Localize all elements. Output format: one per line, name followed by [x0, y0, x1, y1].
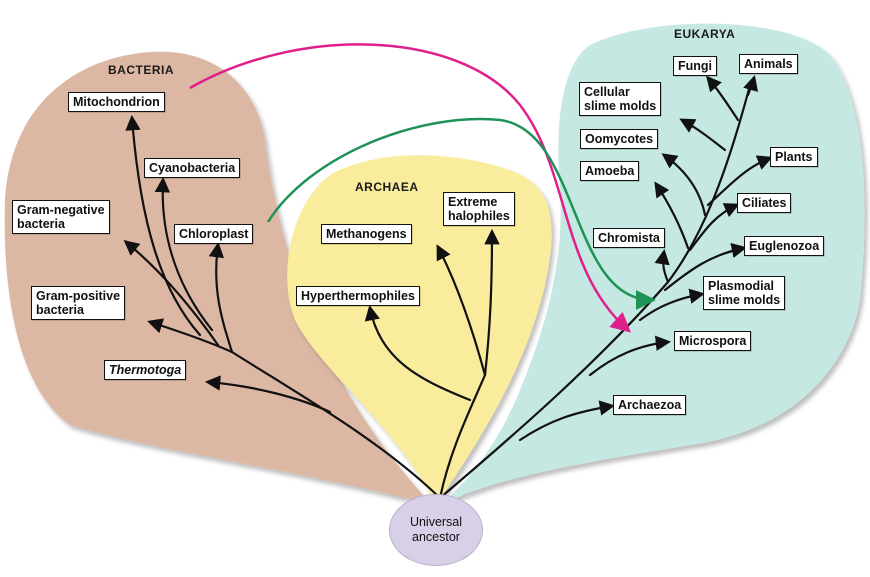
label-oomycotes: Oomycotes — [580, 129, 659, 149]
branch-mitochondrion — [125, 114, 202, 337]
label-archaezoa: Archaezoa — [613, 395, 687, 415]
label-fungi: Fungi — [673, 56, 718, 76]
label-hyperthermophiles: Hyperthermophiles — [296, 286, 420, 306]
bacteria-region — [4, 51, 433, 505]
label-ciliates: Ciliates — [737, 193, 792, 213]
branch-plasmodial — [638, 288, 706, 322]
label-thermotoga: Thermotoga — [104, 360, 187, 380]
branch-animals — [743, 75, 759, 97]
branch-bacteria-trunk — [230, 350, 442, 500]
bacteria-title: BACTERIA — [108, 63, 174, 77]
eukarya-title: EUKARYA — [674, 27, 735, 41]
mitochondrion-arrow — [189, 43, 631, 333]
branch-cellular-slime — [679, 118, 727, 152]
label-methanogens: Methanogens — [321, 224, 412, 244]
label-gram-positive: Gram-positive bacteria — [31, 286, 126, 320]
branch-gram-negative — [123, 240, 220, 347]
branch-amoeba — [654, 181, 690, 250]
branch-archaea-trunk — [438, 373, 487, 500]
archaea-branches — [364, 228, 500, 500]
branch-hyperthermophiles — [364, 304, 472, 402]
bacteria-branches — [123, 114, 442, 500]
label-amoeba: Amoeba — [580, 161, 640, 181]
branch-euglenozoa — [663, 242, 748, 292]
universal-ancestor-label: Universal ancestor — [409, 515, 463, 544]
branch-oomycotes — [661, 153, 707, 217]
branch-chloroplast — [208, 241, 234, 354]
label-euglenozoa: Euglenozoa — [744, 236, 825, 256]
label-chloroplast: Chloroplast — [174, 224, 254, 244]
label-extreme-halophiles: Extreme halophiles — [443, 192, 515, 226]
branch-methanogens — [436, 244, 487, 377]
branch-ciliates — [688, 203, 740, 252]
label-mitochondrion: Mitochondrion — [68, 92, 165, 112]
branch-gram-positive — [147, 318, 234, 354]
branch-fungi — [705, 75, 740, 122]
branch-thermotoga — [204, 375, 332, 414]
archaea-title: ARCHAEA — [355, 180, 419, 194]
chloroplast-arrow — [266, 117, 656, 310]
branch-cyanobacteria — [154, 176, 214, 332]
branch-microspora — [588, 335, 672, 377]
eukarya-region — [440, 23, 865, 506]
label-cellular-slime-molds: Cellular slime molds — [579, 82, 662, 116]
branch-extreme-halophiles — [483, 228, 500, 377]
label-animals: Animals — [739, 54, 798, 74]
label-chromista: Chromista — [593, 228, 665, 248]
branch-chromista — [654, 248, 670, 284]
label-cyanobacteria: Cyanobacteria — [144, 158, 241, 178]
branch-archaezoa — [518, 400, 616, 442]
eukarya-branches — [438, 75, 773, 500]
label-microspora: Microspora — [674, 331, 752, 351]
universal-ancestor-node: Universal ancestor — [389, 494, 483, 566]
label-plasmodial-slime-molds: Plasmodial slime molds — [703, 276, 786, 310]
branch-eukarya-trunk — [438, 83, 752, 500]
branch-plants — [706, 155, 773, 207]
label-gram-negative: Gram-negative bacteria — [12, 200, 110, 234]
label-plants: Plants — [770, 147, 818, 167]
